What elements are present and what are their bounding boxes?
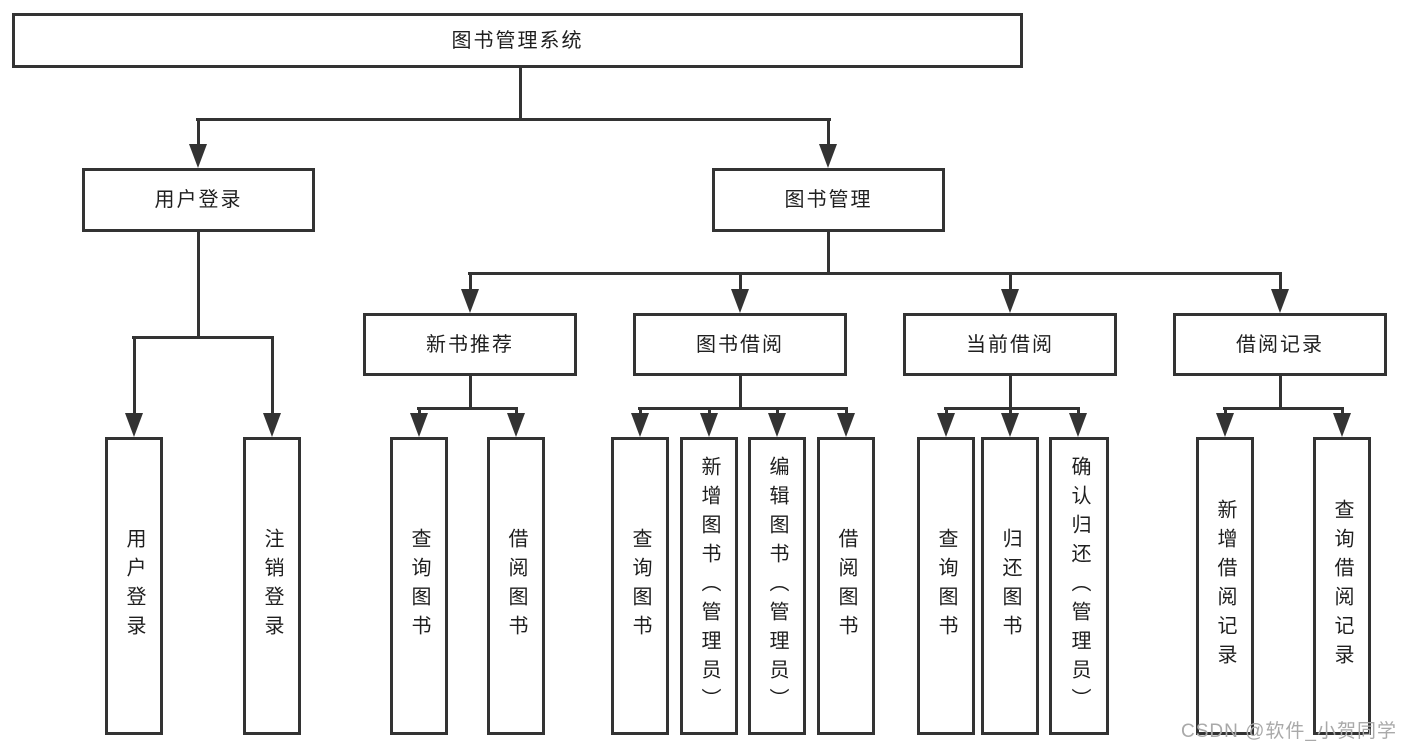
arrowhead-icon (263, 413, 281, 437)
connector-vline (739, 376, 742, 410)
arrow-stem (1279, 272, 1282, 289)
arrowhead-icon (410, 413, 428, 437)
arrowhead-icon (461, 289, 479, 313)
leaf-add-borrow-record: 新增借阅记录 (1196, 437, 1254, 735)
arrow-stem (827, 118, 830, 144)
arrowhead-icon (1216, 413, 1234, 437)
arrowhead-icon (819, 144, 837, 168)
connector-vline (827, 232, 830, 275)
arrowhead-icon (768, 413, 786, 437)
arrow-stem (1341, 407, 1344, 413)
arrow-stem (469, 272, 472, 289)
arrow-stem (708, 407, 711, 413)
arrowhead-icon (507, 413, 525, 437)
leaf-label: 归还图书 (999, 528, 1021, 644)
node-label: 新书推荐 (426, 333, 514, 356)
connector-vline (1279, 376, 1282, 410)
leaf-confirm-return-admin: 确认归还（管理员） (1049, 437, 1109, 735)
node-label: 当前借阅 (966, 333, 1054, 356)
node-label: 图书借阅 (696, 333, 784, 356)
connector-hline (638, 407, 848, 410)
connector-hline (196, 118, 831, 121)
arrowhead-icon (1001, 289, 1019, 313)
leaf-edit-book-admin: 编辑图书（管理员） (748, 437, 806, 735)
leaf-query-books-current: 查询图书 (917, 437, 975, 735)
leaf-label: 新增借阅记录 (1214, 499, 1236, 673)
leaf-label: 借阅图书 (505, 528, 527, 644)
node-label: 用户登录 (154, 189, 243, 211)
arrow-stem (515, 407, 518, 413)
arrow-stem (271, 336, 274, 413)
connector-hline (468, 272, 1282, 275)
arrow-stem (776, 407, 779, 413)
leaf-label: 借阅图书 (835, 528, 857, 644)
connector-hline (132, 336, 274, 339)
csdn-watermark: CSDN @软件_小贺同学 (1181, 721, 1397, 742)
arrowhead-icon (189, 144, 207, 168)
arrow-stem (418, 407, 421, 413)
leaf-label: 编辑图书（管理员） (766, 455, 788, 717)
arrowhead-icon (731, 289, 749, 313)
connector-hline (417, 407, 518, 410)
leaf-query-books-recommend: 查询图书 (390, 437, 448, 735)
arrowhead-icon (1333, 413, 1351, 437)
arrowhead-icon (1069, 413, 1087, 437)
leaf-add-book-admin: 新增图书（管理员） (680, 437, 738, 735)
node-new-book-recommend: 新书推荐 (363, 313, 577, 376)
arrow-stem (133, 336, 136, 413)
connector-vline (197, 232, 200, 339)
leaf-borrow-books: 借阅图书 (817, 437, 875, 735)
node-label: 图书管理系统 (451, 29, 584, 52)
leaf-query-books-borrow: 查询图书 (611, 437, 669, 735)
connector-vline (469, 376, 472, 410)
connector-vline (1009, 376, 1012, 410)
connector-hline (944, 407, 1080, 410)
leaf-label: 注销登录 (261, 528, 283, 644)
leaf-label: 查询借阅记录 (1331, 499, 1353, 673)
arrowhead-icon (700, 413, 718, 437)
node-book-management: 图书管理 (712, 168, 945, 232)
leaf-label: 新增图书（管理员） (698, 455, 720, 717)
leaf-user-login: 用户登录 (105, 437, 163, 735)
arrow-stem (639, 407, 642, 413)
arrowhead-icon (631, 413, 649, 437)
arrow-stem (1009, 407, 1012, 413)
leaf-return-book: 归还图书 (981, 437, 1039, 735)
arrow-stem (1077, 407, 1080, 413)
arrow-stem (197, 118, 200, 144)
node-book-borrow: 图书借阅 (633, 313, 847, 376)
leaf-label: 查询图书 (408, 528, 430, 644)
leaf-label: 查询图书 (935, 528, 957, 644)
node-user-login: 用户登录 (82, 168, 315, 232)
node-borrow-records: 借阅记录 (1173, 313, 1387, 376)
node-current-borrow: 当前借阅 (903, 313, 1117, 376)
node-system-root: 图书管理系统 (12, 13, 1023, 68)
leaf-borrow-books-recommend: 借阅图书 (487, 437, 545, 735)
leaf-logout: 注销登录 (243, 437, 301, 735)
arrowhead-icon (1271, 289, 1289, 313)
leaf-label: 查询图书 (629, 528, 651, 644)
arrow-stem (845, 407, 848, 413)
arrowhead-icon (125, 413, 143, 437)
arrow-stem (1009, 272, 1012, 289)
leaf-label: 确认归还（管理员） (1068, 455, 1090, 717)
connector-hline (1223, 407, 1344, 410)
arrow-stem (1224, 407, 1227, 413)
arrowhead-icon (1001, 413, 1019, 437)
leaf-query-borrow-record: 查询借阅记录 (1313, 437, 1371, 735)
arrow-stem (739, 272, 742, 289)
connector-vline (519, 68, 522, 121)
node-label: 图书管理 (784, 189, 873, 211)
arrowhead-icon (937, 413, 955, 437)
node-label: 借阅记录 (1236, 333, 1324, 356)
leaf-label: 用户登录 (123, 528, 145, 644)
arrow-stem (945, 407, 948, 413)
arrowhead-icon (837, 413, 855, 437)
